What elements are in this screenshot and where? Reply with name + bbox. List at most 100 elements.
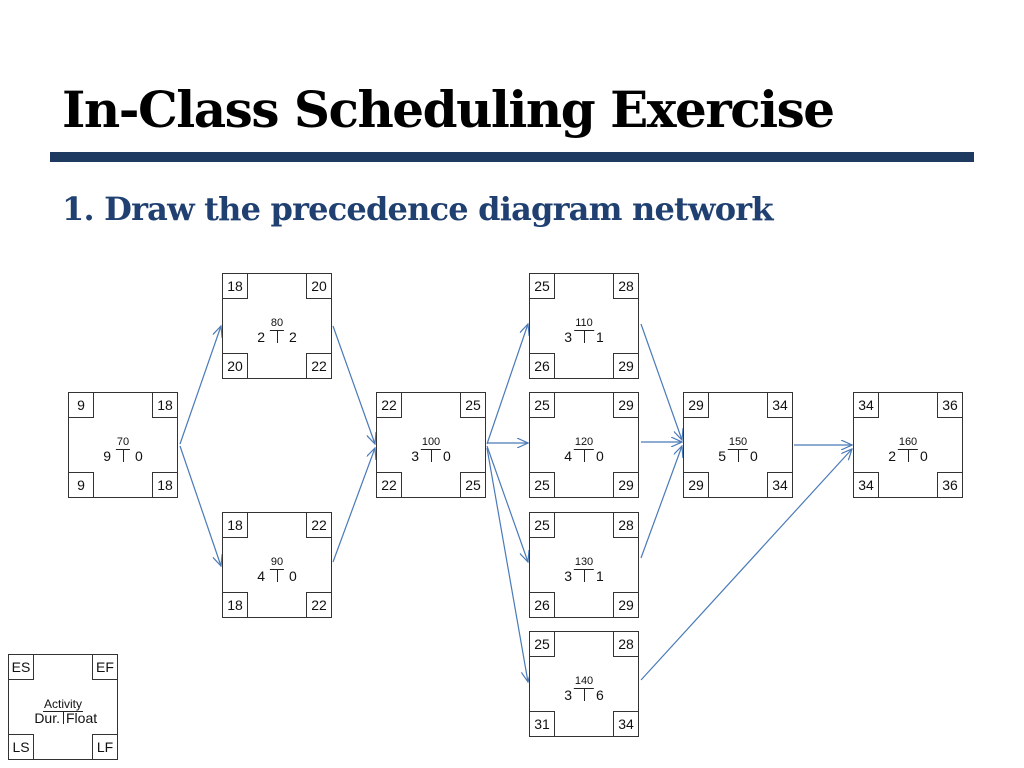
early-finish: 18 [152,392,178,418]
activity-node-100: 22 25 100 3 0 22 25 [376,392,486,498]
divider [908,449,909,462]
activity-node-160: 34 36 160 2 0 34 36 [853,392,963,498]
early-finish: 28 [613,273,639,299]
activity-node-150: 29 34 150 5 0 29 34 [683,392,793,498]
float: 0 [750,448,758,464]
divider [123,449,124,462]
slide-title: In-Class Scheduling Exercise [62,80,835,139]
duration: 3 [564,568,572,584]
arrow-110-150 [640,323,682,440]
late-finish: 29 [613,592,639,618]
arrow-100-110 [486,324,528,445]
float: 0 [135,448,143,464]
legend-float: Float [66,710,98,726]
arrow-140-160 [640,449,852,681]
early-start: 34 [853,392,879,418]
arrow-130-150 [640,446,682,559]
activity-node-120: 25 29 120 4 0 25 29 [529,392,639,498]
late-start: 26 [529,353,555,379]
early-start: 29 [683,392,709,418]
arrow-90-100 [332,448,375,563]
activity-node-80: 18 20 80 2 2 20 22 [222,273,332,379]
activity-node-70: 9 18 70 9 0 9 18 [68,392,178,498]
late-finish: 25 [460,472,486,498]
divider [584,688,585,701]
late-start: 25 [529,472,555,498]
float: 0 [596,448,604,464]
arrow-100-140 [486,447,528,682]
activity-node-90: 18 22 90 4 0 18 22 [222,512,332,618]
legend-es: ES [8,654,34,680]
activity-node-140: 25 28 140 3 6 31 34 [529,631,639,737]
late-finish: 22 [306,592,332,618]
early-start: 25 [529,273,555,299]
early-finish: 28 [613,512,639,538]
duration: 9 [103,448,111,464]
legend-ef: EF [92,654,118,680]
duration: 3 [564,687,572,703]
late-start: 34 [853,472,879,498]
divider [277,330,278,343]
late-start: 29 [683,472,709,498]
late-start: 31 [529,711,555,737]
duration: 5 [718,448,726,464]
late-start: 18 [222,592,248,618]
float: 6 [596,687,604,703]
duration: 2 [888,448,896,464]
early-start: 25 [529,512,555,538]
duration: 4 [257,568,265,584]
late-finish: 34 [613,711,639,737]
legend-lf: LF [92,734,118,760]
early-finish: 34 [767,392,793,418]
title-divider [50,152,974,162]
float: 0 [920,448,928,464]
early-finish: 20 [306,273,332,299]
legend-duration: Dur. [34,710,60,726]
early-finish: 22 [306,512,332,538]
float: 1 [596,329,604,345]
float: 2 [289,329,297,345]
divider [277,569,278,582]
divider [584,330,585,343]
arrow-80-100 [332,325,375,444]
early-start: 18 [222,512,248,538]
late-finish: 29 [613,472,639,498]
duration: 4 [564,448,572,464]
late-finish: 22 [306,353,332,379]
divider [584,449,585,462]
duration: 3 [411,448,419,464]
arrow-70-80 [179,326,221,445]
legend-node: ES EF Activity Dur. Float LS LF [8,654,118,760]
early-start: 22 [376,392,402,418]
arrow-100-130 [486,445,528,562]
late-start: 9 [68,472,94,498]
late-finish: 36 [937,472,963,498]
float: 0 [289,568,297,584]
float: 1 [596,568,604,584]
late-start: 22 [376,472,402,498]
early-finish: 25 [460,392,486,418]
divider [431,449,432,462]
early-finish: 28 [613,631,639,657]
late-start: 20 [222,353,248,379]
early-start: 9 [68,392,94,418]
late-finish: 34 [767,472,793,498]
activity-node-130: 25 28 130 3 1 26 29 [529,512,639,618]
activity-node-110: 25 28 110 3 1 26 29 [529,273,639,379]
arrow-70-90 [179,445,221,566]
divider [584,569,585,582]
late-finish: 18 [152,472,178,498]
early-start: 25 [529,392,555,418]
divider [738,449,739,462]
late-start: 26 [529,592,555,618]
late-finish: 29 [613,353,639,379]
slide-subtitle: 1. Draw the precedence diagram network [62,190,774,228]
duration: 2 [257,329,265,345]
float: 0 [443,448,451,464]
early-finish: 29 [613,392,639,418]
early-finish: 36 [937,392,963,418]
duration: 3 [564,329,572,345]
legend-ls: LS [8,734,34,760]
early-start: 25 [529,631,555,657]
